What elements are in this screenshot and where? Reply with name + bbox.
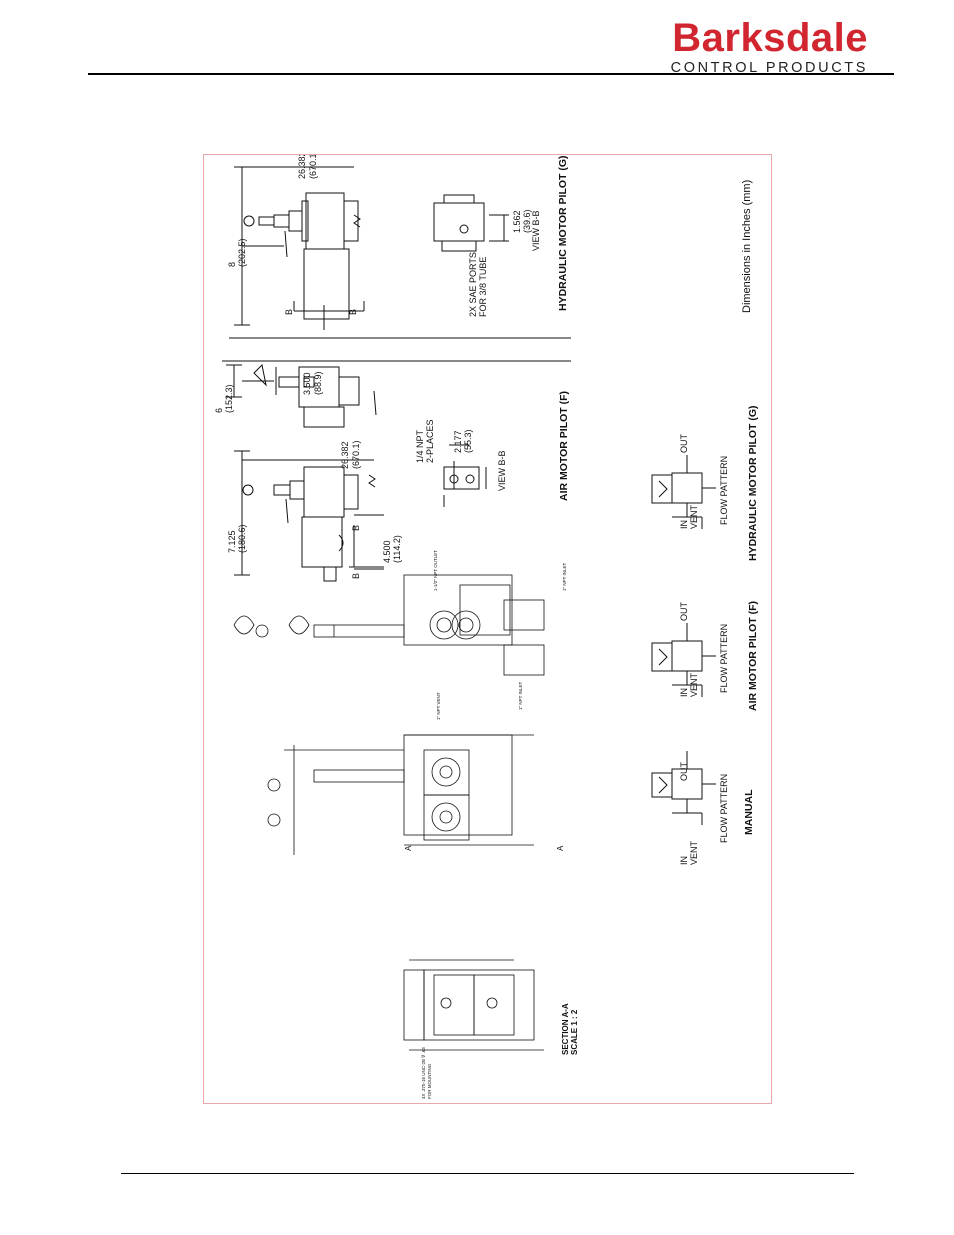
schematic-labels: IN OUT VENT FLOW PATTERN HYDRAULIC MOTOR… (679, 405, 759, 865)
footer-rule (121, 1173, 854, 1174)
schem-air-title: AIR MOTOR PILOT (F) (747, 601, 759, 711)
hyd-dim-port-mm: (39.6) (522, 209, 532, 233)
air-sec-b2: B (351, 573, 361, 579)
schem-man-out: OUT (679, 762, 689, 782)
manual-labels: 1-1/2" NPT OUTLET 1" NPT VENT 1" NPT INL… (404, 550, 567, 851)
outlet-label: 1-1/2" NPT OUTLET (433, 550, 438, 591)
air-dim-h: 7.125 (227, 530, 237, 553)
hydraulic-labels: 26.382 (670.1) 8 (202.5) B B 1.562 (39.6… (227, 150, 569, 317)
air-dim-len: 26.382 (340, 441, 350, 469)
engineering-drawing: 26.382 (670.1) 8 (202.5) B B 1.562 (39.6… (214, 150, 759, 1099)
drawing-frame: 26.382 (670.1) 8 (202.5) B B 1.562 (39.6… (203, 150, 772, 1104)
hyd-sec-b2: B (348, 309, 358, 315)
schematic-hydraulic (651, 455, 716, 529)
section-labels: SECTION A-A SCALE 1 : 2 4X .375-16 UNC-2… (421, 1003, 579, 1099)
brand-tagline: CONTROL PRODUCTS (670, 60, 868, 76)
hyd-dim-port: 1.562 (512, 210, 522, 233)
hyd-dim-h-mm: (202.5) (237, 238, 247, 267)
schem-air-out: OUT (679, 602, 689, 622)
air-dim-w-mm: (152.3) (224, 384, 234, 413)
hyd-sec-b1: B (284, 309, 294, 315)
schem-hyd-in: IN (679, 520, 689, 529)
section-scale: SCALE 1 : 2 (570, 1009, 579, 1055)
schem-man-vent: VENT (689, 840, 699, 865)
hyd-view: VIEW B-B (531, 210, 541, 251)
hyd-ports2: FOR 3/8 TUBE (478, 257, 488, 317)
air-dim-h-mm: (180.6) (237, 524, 247, 553)
inlet-label: 1" NPT INLET (518, 681, 523, 710)
schem-hyd-out: OUT (679, 434, 689, 454)
air-dim-b-mm: (114.2) (392, 535, 402, 563)
air-dim-b: 4.500 (382, 540, 392, 563)
section-title: SECTION A-A (561, 1003, 570, 1055)
air-dim-len-mm: (670.1) (351, 440, 361, 469)
air-dim-s-mm: (88.9) (313, 371, 323, 395)
header-rule (88, 73, 894, 75)
sec-a-1: A (404, 845, 413, 851)
schematic-symbols (651, 455, 716, 825)
schem-hyd-vent: VENT (689, 504, 699, 529)
hyd-dim-len: 26.382 (297, 155, 307, 179)
air-view: VIEW B-B (497, 450, 507, 491)
schem-hyd-title: HYDRAULIC MOTOR PILOT (G) (747, 405, 759, 561)
hyd-ports: 2X SAE PORTS (468, 252, 478, 317)
sec-a-2: A (556, 845, 565, 851)
schem-man-in: IN (679, 856, 689, 865)
schem-man-flow: FLOW PATTERN (719, 774, 729, 843)
schem-air-flow: FLOW PATTERN (719, 624, 729, 693)
air-labels: 3.500 (88.9) 6 (152.3) 26.382 (670.1) 7.… (214, 371, 570, 579)
mount-note: 4X .375-16 UNC-2B ∇ .63 (421, 1047, 426, 1099)
air-dim-w: 6 (214, 408, 224, 413)
vent-label: 1" NPT VENT (436, 692, 441, 720)
mount-note-2: FOR MOUNTING (427, 1063, 432, 1099)
hyd-dim-len-mm: (670.1) (308, 155, 318, 179)
air-npt: 1/4 NPT (415, 429, 425, 463)
air-npt2: 2-PLACES (425, 419, 435, 463)
schem-hyd-flow: FLOW PATTERN (719, 456, 729, 525)
dimensions-note: Dimensions in Inches (mm) (741, 180, 753, 313)
hyd-dim-h: 8 (227, 262, 237, 267)
air-sec-b1: B (351, 525, 361, 531)
schem-man-title: MANUAL (743, 789, 755, 835)
air-pilot-view (222, 360, 571, 582)
schem-air-in: IN (679, 688, 689, 697)
schem-air-vent: VENT (689, 672, 699, 697)
brand-name: Barksdale (672, 16, 868, 60)
schematic-manual (651, 751, 716, 825)
air-title: AIR MOTOR PILOT (F) (558, 391, 570, 501)
manual-valve-views (233, 574, 545, 1051)
air-dim-c-mm: (55.3) (463, 429, 473, 453)
hydraulic-pilot-view (229, 166, 571, 339)
air-dim-c: 2.177 (453, 430, 463, 453)
air-dim-s: 3.500 (302, 372, 312, 395)
schematic-air (651, 623, 716, 697)
hyd-title: HYDRAULIC MOTOR PILOT (G) (557, 155, 569, 311)
inlet-label-2: 1" NPT INLET (562, 562, 567, 591)
brand-logo: Barksdale CONTROL PRODUCTS (671, 18, 868, 76)
